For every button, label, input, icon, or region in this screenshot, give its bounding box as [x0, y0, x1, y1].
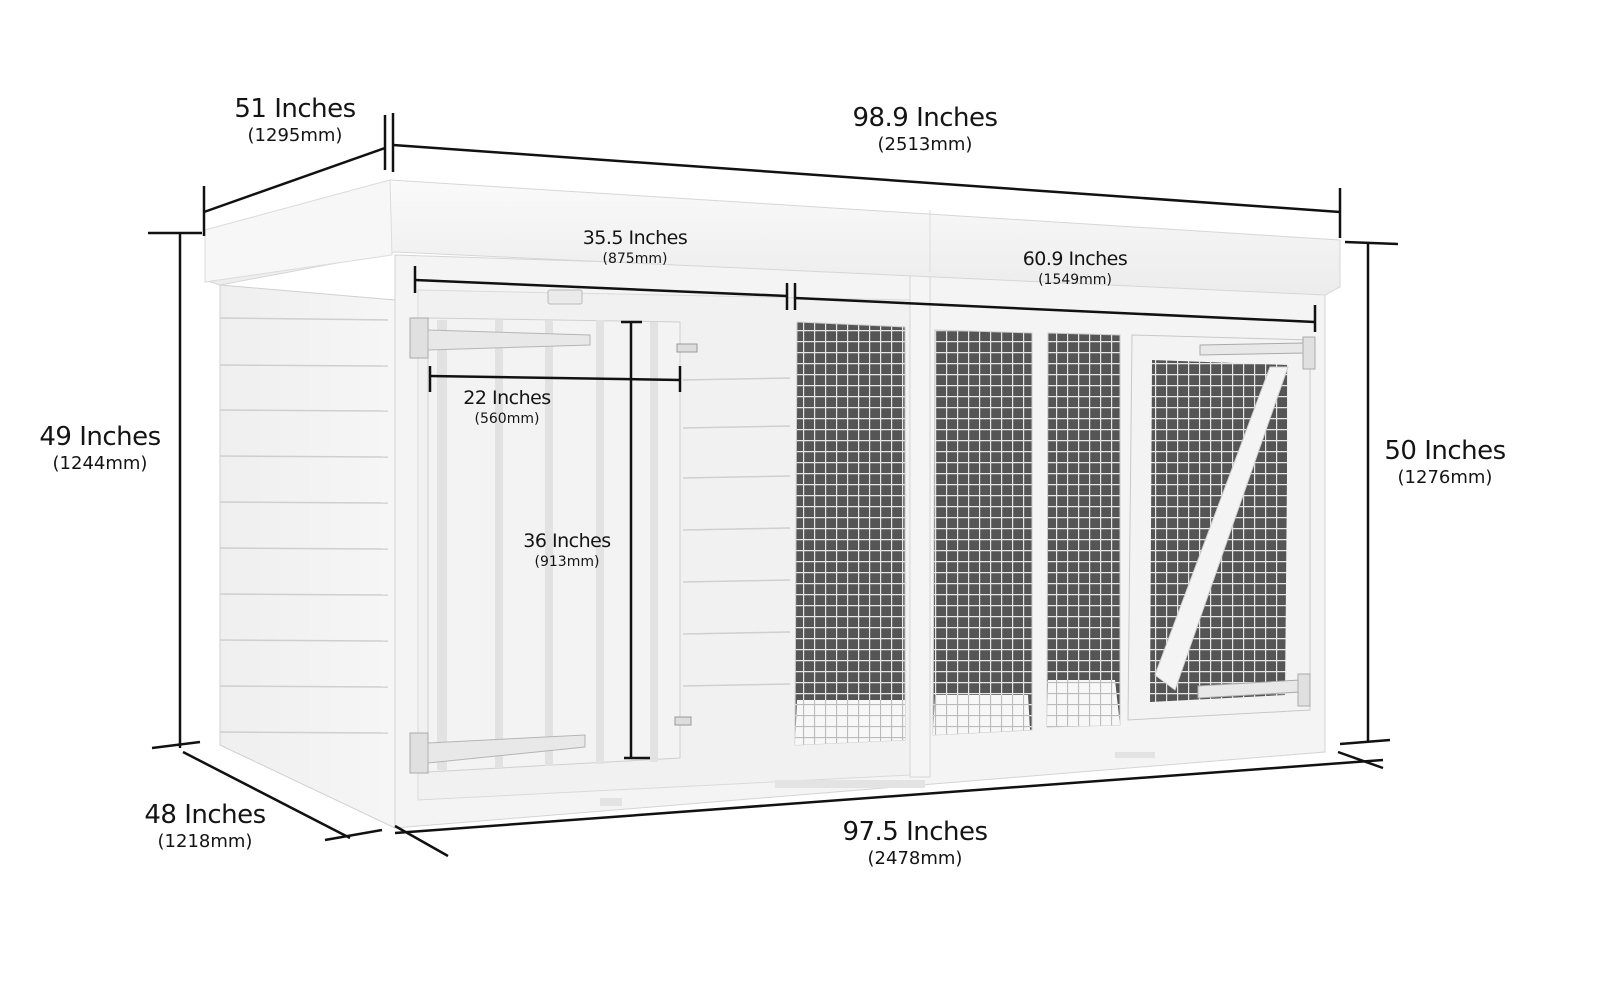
run-section-mm: (1549mm)	[1038, 271, 1112, 288]
front-height-label: 50 Inches (1276mm)	[1370, 436, 1520, 489]
roof-width-mm: (2513mm)	[877, 134, 973, 156]
door-height-label: 36 Inches (913mm)	[507, 530, 627, 570]
door-width-inches: 22 Inches	[463, 387, 551, 409]
back-height-label: 49 Inches (1244mm)	[25, 422, 175, 475]
roof-width-label: 98.9 Inches (2513mm)	[835, 103, 1015, 156]
dimension-lines	[148, 113, 1399, 858]
back-height-mm: (1244mm)	[52, 453, 148, 475]
roof-width-inches: 98.9 Inches	[852, 103, 998, 133]
base-depth-inches: 48 Inches	[144, 800, 266, 830]
kennel-section-inches: 35.5 Inches	[582, 227, 688, 249]
roof-depth-mm: (1295mm)	[247, 125, 343, 147]
roof-depth-label: 51 Inches (1295mm)	[215, 94, 375, 147]
base-depth-label: 48 Inches (1218mm)	[130, 800, 280, 853]
base-width-inches: 97.5 Inches	[842, 817, 988, 847]
roof	[204, 179, 1341, 296]
front-height-mm: (1276mm)	[1397, 467, 1493, 489]
front-wall	[394, 254, 1326, 829]
door-width-mm: (560mm)	[474, 410, 540, 427]
kennel-section-label: 35.5 Inches (875mm)	[565, 227, 705, 267]
run-section-label: 60.9 Inches (1549mm)	[1000, 248, 1150, 288]
center-post	[909, 271, 931, 778]
run-door	[1127, 334, 1316, 721]
hinge-icon	[1197, 336, 1316, 707]
kennel-door	[409, 289, 698, 774]
door-width-label: 22 Inches (560mm)	[447, 387, 567, 427]
hinge-icon	[409, 317, 591, 774]
front-height-inches: 50 Inches	[1384, 436, 1506, 466]
base-width-label: 97.5 Inches (2478mm)	[825, 817, 1005, 870]
door-height-inches: 36 Inches	[523, 530, 611, 552]
mesh-panels	[794, 271, 1121, 778]
latch-icon	[676, 343, 698, 353]
door-height-mm: (913mm)	[534, 553, 600, 570]
base-width-mm: (2478mm)	[867, 848, 963, 870]
nameplate	[547, 289, 583, 305]
back-height-inches: 49 Inches	[39, 422, 161, 452]
side-wall	[219, 284, 396, 829]
roof-depth-inches: 51 Inches	[234, 94, 356, 124]
run-section-inches: 60.9 Inches	[1022, 248, 1128, 270]
kennel-section-mm: (875mm)	[602, 250, 668, 267]
base-depth-mm: (1218mm)	[157, 831, 253, 853]
